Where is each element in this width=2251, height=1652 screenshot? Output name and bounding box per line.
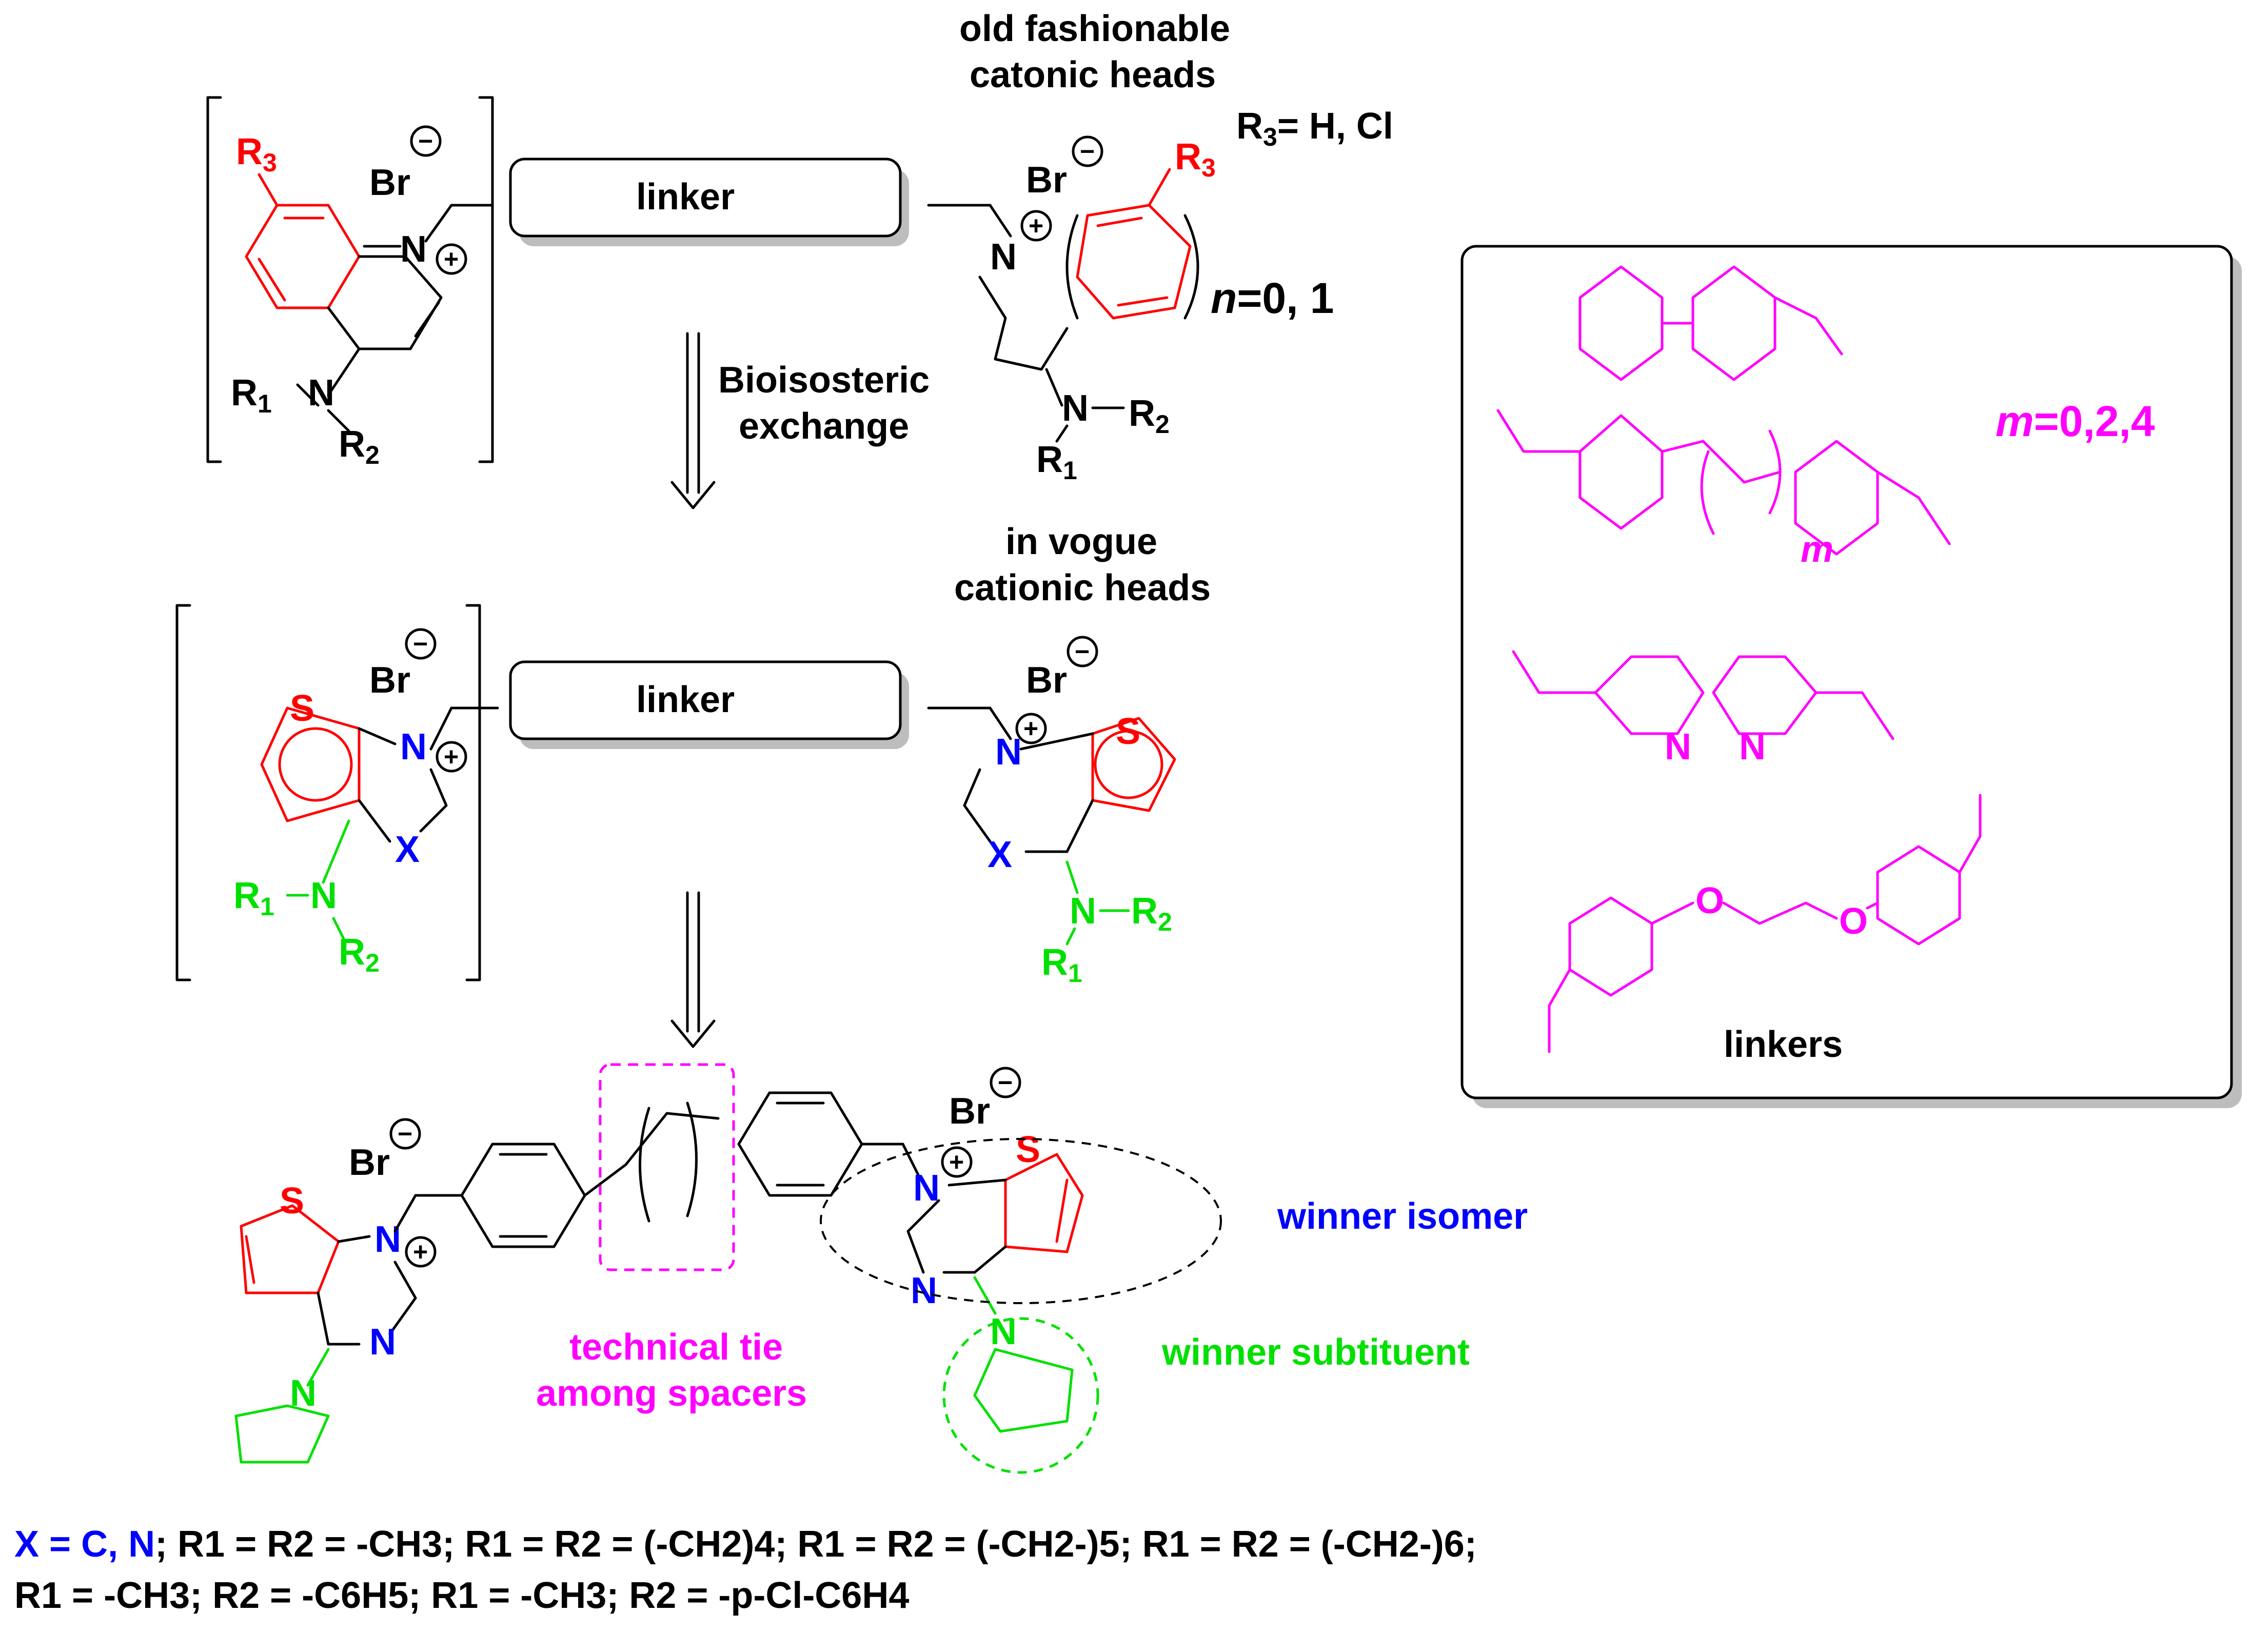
svg-text:O: O: [1695, 880, 1724, 921]
n-plus-atom: N: [400, 229, 427, 270]
substituent-legend: X = C, N; R1 = R2 = -CH3; R1 = R2 = (-CH…: [14, 1519, 2220, 1621]
thienopyrimidinium-head-left: S N + X Br − R1 N R2: [175, 604, 499, 981]
svg-text:R1: R1: [233, 875, 274, 921]
old-quinolinium-head: R3 Br − N + R1 N R2: [206, 96, 494, 469]
bioisosteric-label: Bioisosteric: [718, 360, 930, 401]
svg-text:N: N: [990, 1311, 1017, 1352]
svg-text:catonic heads: catonic heads: [970, 54, 1216, 95]
thienopyrimidinium-head-right: in vogue cationic heads Br − N + S X N R…: [954, 521, 1211, 988]
svg-text:O: O: [1839, 901, 1868, 942]
r3-label: R3: [236, 131, 277, 177]
old-pyridinium-head: old fashionable catonic heads R3= H, Cl …: [959, 8, 1393, 485]
bromide-label: Br: [369, 162, 410, 203]
svg-text:among spacers: among spacers: [536, 1373, 807, 1414]
svg-text:cationic heads: cationic heads: [954, 567, 1211, 608]
optimization-arrow: [670, 891, 716, 1048]
winner-isomer-label: winner isomer: [1277, 1196, 1528, 1237]
svg-text:R3: R3: [1175, 136, 1216, 182]
svg-text:S: S: [290, 688, 314, 729]
svg-text:+: +: [444, 742, 459, 771]
svg-text:+: +: [949, 1148, 964, 1176]
svg-text:X: X: [395, 829, 420, 870]
r3-definition: R3= H, Cl: [1236, 106, 1393, 151]
svg-text:Br: Br: [349, 1142, 390, 1183]
svg-text:R1: R1: [1041, 942, 1082, 988]
svg-text:−: −: [398, 1119, 412, 1148]
technical-tie-label: technical tie: [569, 1327, 783, 1368]
legend-line-2: R1 = -CH3; R2 = -C6H5; R1 = -CH3; R2 = -…: [14, 1575, 910, 1616]
linkers-title: linkers: [1724, 1024, 1843, 1065]
n-values: n=0, 1: [1211, 274, 1334, 322]
svg-text:Br: Br: [1026, 660, 1067, 701]
svg-text:N: N: [1070, 891, 1096, 932]
svg-text:N: N: [913, 1168, 940, 1209]
svg-text:N: N: [1739, 726, 1766, 768]
svg-text:N: N: [995, 732, 1022, 773]
old-heads-title: old fashionable: [959, 8, 1230, 49]
svg-text:S: S: [280, 1181, 304, 1222]
legend-line-1: X = C, N; R1 = R2 = -CH3; R1 = R2 = (-CH…: [14, 1524, 1477, 1565]
m-values: m=0,2,4: [1996, 397, 2155, 445]
linkers-panel: m m=0,2,4 N N O O linkers: [1460, 245, 2242, 1108]
svg-text:R1: R1: [1036, 439, 1077, 485]
svg-text:S: S: [1116, 711, 1140, 752]
svg-text:+: +: [1023, 714, 1038, 743]
svg-text:−: −: [1075, 637, 1090, 666]
svg-text:N: N: [310, 875, 337, 916]
svg-text:−: −: [998, 1068, 1013, 1097]
r2-label: R2: [339, 424, 380, 469]
vogue-heads-title: in vogue: [1005, 521, 1157, 562]
svg-text:exchange: exchange: [739, 406, 909, 447]
bioisosteric-arrow: Bioisosteric exchange: [670, 332, 930, 509]
svg-text:+: +: [1029, 211, 1043, 240]
winner-substituent-label: winner subtituent: [1161, 1332, 1470, 1373]
svg-text:Br: Br: [369, 660, 410, 701]
svg-text:+: +: [413, 1237, 428, 1266]
winner-isomer-highlight: [820, 1138, 1222, 1304]
r1-label: R1: [231, 372, 272, 418]
svg-text:N: N: [1665, 726, 1691, 768]
amine-n-label: N: [308, 372, 334, 414]
pyridinium-n: N: [990, 237, 1017, 278]
m-subscript: m: [1801, 529, 1833, 570]
minus-sign: −: [418, 127, 433, 155]
svg-text:Br: Br: [1026, 160, 1067, 201]
svg-text:linker: linker: [636, 679, 735, 720]
plus-sign: +: [444, 245, 459, 273]
svg-text:R2: R2: [1129, 393, 1170, 439]
svg-text:N: N: [911, 1270, 937, 1311]
svg-text:R2: R2: [1131, 891, 1172, 936]
linker-box-top: linker: [509, 158, 1012, 246]
svg-text:−: −: [413, 630, 428, 658]
svg-text:X: X: [988, 834, 1012, 875]
svg-text:R2: R2: [339, 932, 380, 977]
svg-text:−: −: [1080, 137, 1095, 166]
winner-compound: Br − S N + N N Br − N: [234, 1063, 1222, 1474]
svg-text:N: N: [400, 726, 427, 768]
linker-box-middle: linker: [509, 660, 1012, 749]
svg-text:Br: Br: [949, 1091, 990, 1132]
svg-text:N: N: [369, 1322, 396, 1363]
winner-substituent-highlight: [942, 1317, 1099, 1474]
svg-text:N: N: [1062, 388, 1089, 429]
svg-text:linker: linker: [636, 176, 735, 218]
